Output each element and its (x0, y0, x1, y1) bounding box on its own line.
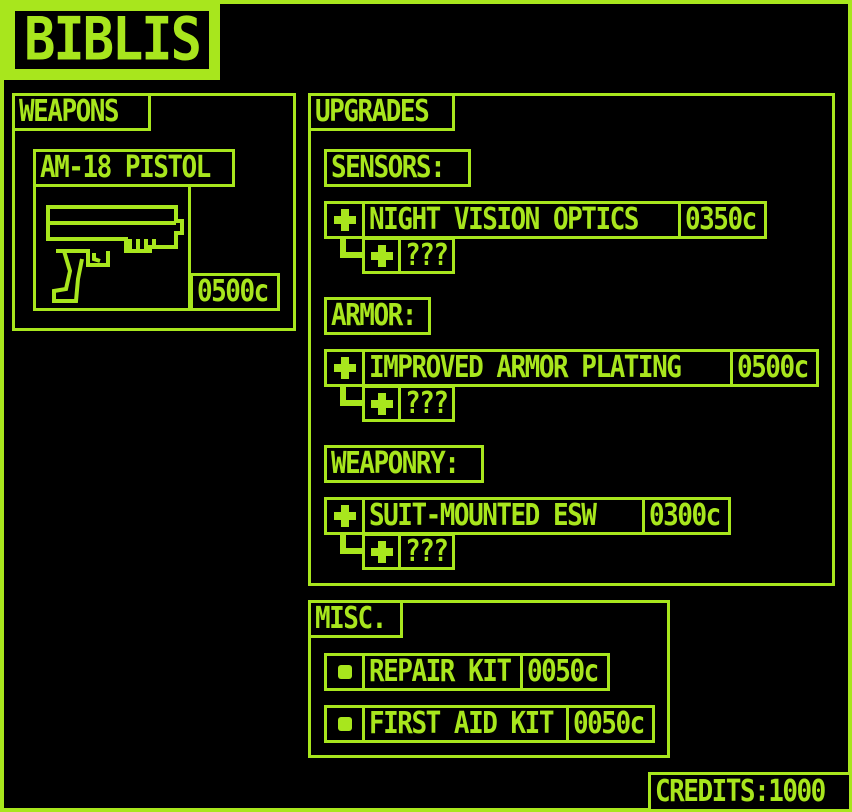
upgrade-name[interactable]: NIGHT VISION OPTICS (362, 201, 681, 239)
plus-icon (333, 357, 356, 379)
weapons-label: WEAPONS (12, 93, 151, 131)
plus-icon (370, 392, 393, 415)
plus-icon (370, 540, 393, 563)
buy-item-button[interactable] (324, 653, 365, 691)
app-title: BIBLIS (12, 8, 212, 72)
tree-connector (340, 534, 364, 554)
upgrade-price: 0350c (678, 201, 767, 239)
upgrades-label: UPGRADES (308, 93, 455, 131)
misc-item-name[interactable]: FIRST AID KIT (362, 705, 569, 743)
category-armor-label: ARMOR: (324, 297, 431, 335)
locked-upgrade: ??? (398, 237, 455, 274)
misc-label: MISC. (308, 600, 403, 638)
bullet-icon (337, 717, 352, 731)
misc-item-price: 0050c (520, 653, 610, 691)
credits-display: CREDITS:1000 (648, 772, 852, 812)
locked-upgrade: ??? (398, 385, 455, 422)
weapon-image[interactable] (33, 184, 191, 311)
weapon-name[interactable]: AM-18 PISTOL (33, 149, 235, 187)
misc-item-price: 0050c (566, 705, 655, 743)
buy-locked-button[interactable] (362, 385, 401, 422)
buy-button[interactable] (324, 349, 365, 387)
bullet-icon (337, 665, 352, 679)
category-sensors-label: SENSORS: (324, 149, 471, 187)
buy-item-button[interactable] (324, 705, 365, 743)
plus-icon (333, 505, 356, 527)
upgrade-name[interactable]: SUIT-MOUNTED ESW (362, 497, 645, 535)
tree-connector (340, 238, 364, 258)
misc-item-name[interactable]: REPAIR KIT (362, 653, 523, 691)
upgrade-name[interactable]: IMPROVED ARMOR PLATING (362, 349, 733, 387)
buy-button[interactable] (324, 201, 365, 239)
buy-locked-button[interactable] (362, 533, 401, 570)
upgrade-price: 0500c (730, 349, 819, 387)
plus-icon (370, 244, 393, 267)
upgrade-price: 0300c (642, 497, 731, 535)
buy-button[interactable] (324, 497, 365, 535)
pistol-icon (46, 205, 184, 303)
buy-locked-button[interactable] (362, 237, 401, 274)
weapon-price: 0500c (190, 273, 280, 311)
plus-icon (333, 209, 356, 231)
category-weaponry-label: WEAPONRY: (324, 445, 484, 483)
locked-upgrade: ??? (398, 533, 455, 570)
tree-connector (340, 386, 364, 406)
